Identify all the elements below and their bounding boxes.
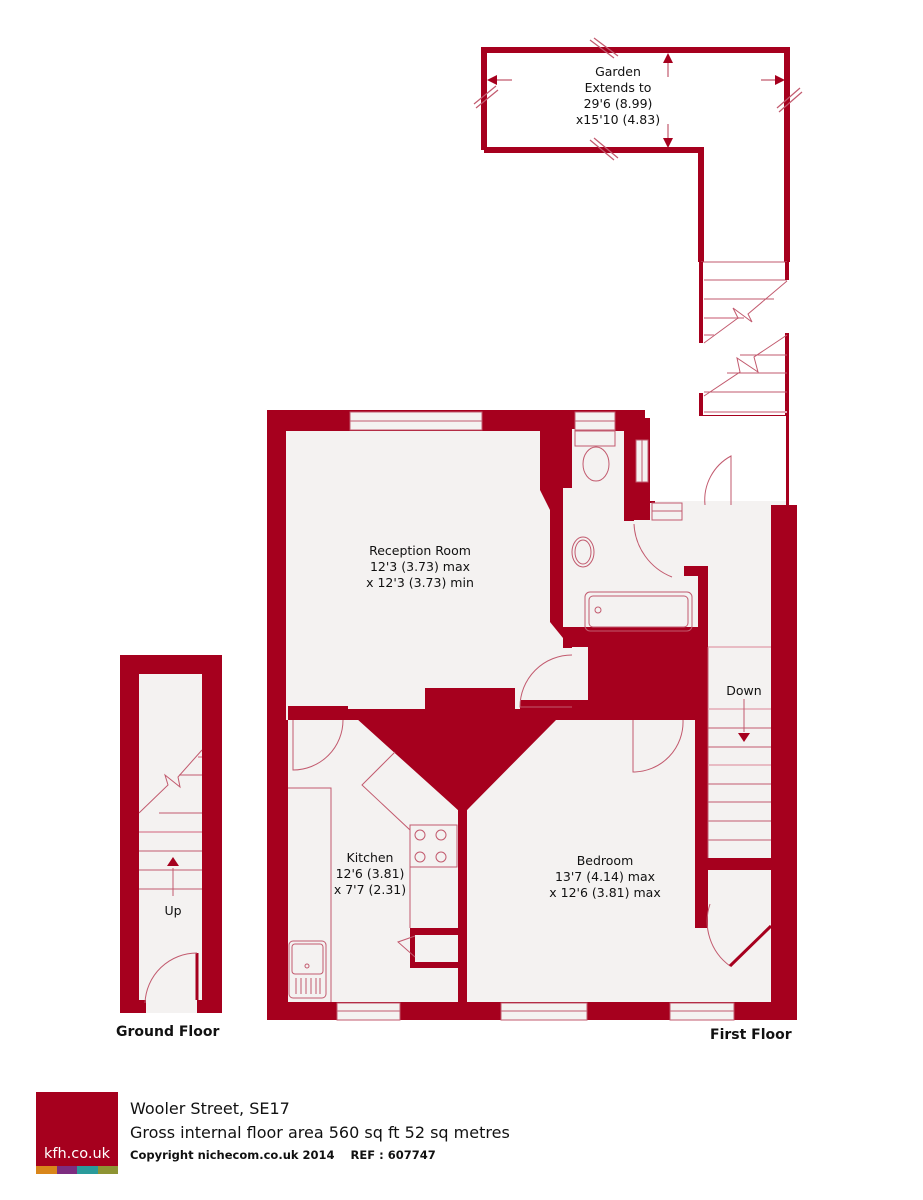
kfh-logo: kfh.co.uk — [36, 1092, 118, 1174]
garden-outline — [481, 47, 790, 262]
down-arrow-icon — [738, 733, 750, 742]
logo-box: kfh.co.uk — [36, 1092, 118, 1166]
kitchen-door — [292, 719, 344, 771]
windows — [336, 411, 735, 1021]
reception-room-floor — [286, 431, 572, 720]
sink — [288, 940, 327, 999]
garden-label: Garden Extends to 29'6 (8.99) x15'10 (4.… — [575, 64, 661, 127]
first-floor-label: First Floor — [710, 1027, 792, 1043]
logo-text: kfh.co.uk — [43, 1146, 111, 1162]
bedroom-door — [632, 719, 684, 773]
stairs-up-label: Up — [164, 903, 182, 918]
bedroom-label: Bedroom 13'7 (4.14) max x 12'6 (3.81) ma… — [549, 853, 661, 900]
up-arrow-icon — [167, 857, 179, 866]
internal-walls — [288, 431, 787, 928]
worktop-left — [288, 787, 332, 1002]
property-address: Wooler Street, SE17 — [130, 1099, 290, 1118]
cupboard-door — [706, 903, 731, 967]
wc-bowl — [582, 446, 610, 482]
light-well — [650, 416, 786, 501]
floor-area: Gross internal floor area 560 sq ft 52 s… — [130, 1123, 510, 1142]
bedroom-floor — [467, 710, 708, 1002]
bathroom-door — [633, 523, 673, 578]
worktop-right — [361, 751, 411, 928]
copyright-text: Copyright nichecom.co.uk 2014 — [130, 1148, 335, 1162]
bath — [584, 591, 693, 632]
basin — [571, 536, 595, 568]
ground-floor-label: Ground Floor — [116, 1024, 220, 1040]
chimney-breast — [346, 688, 556, 810]
footer-info: Wooler Street, SE17 Gross internal floor… — [130, 1097, 510, 1165]
copyright-line: Copyright nichecom.co.uk 2014 REF : 60774… — [130, 1145, 510, 1165]
logo-stripes — [36, 1166, 118, 1174]
reception-door — [519, 654, 573, 708]
entry-door — [704, 455, 732, 506]
stairs-down-label: Down — [726, 683, 762, 698]
reference-number: REF : 607747 — [350, 1148, 436, 1162]
ground-floor — [120, 655, 222, 1013]
garden-dimension-arrows — [473, 37, 803, 161]
kitchen-label: Kitchen 12'6 (3.81) x 7'7 (2.31) — [333, 850, 407, 897]
bathroom-floor — [572, 431, 698, 573]
wc-cistern — [574, 430, 616, 447]
fixtures — [288, 430, 732, 1002]
internal-stairs — [707, 646, 771, 858]
reception-room-label: Reception Room 12'3 (3.73) max x 12'3 (3… — [366, 543, 474, 590]
